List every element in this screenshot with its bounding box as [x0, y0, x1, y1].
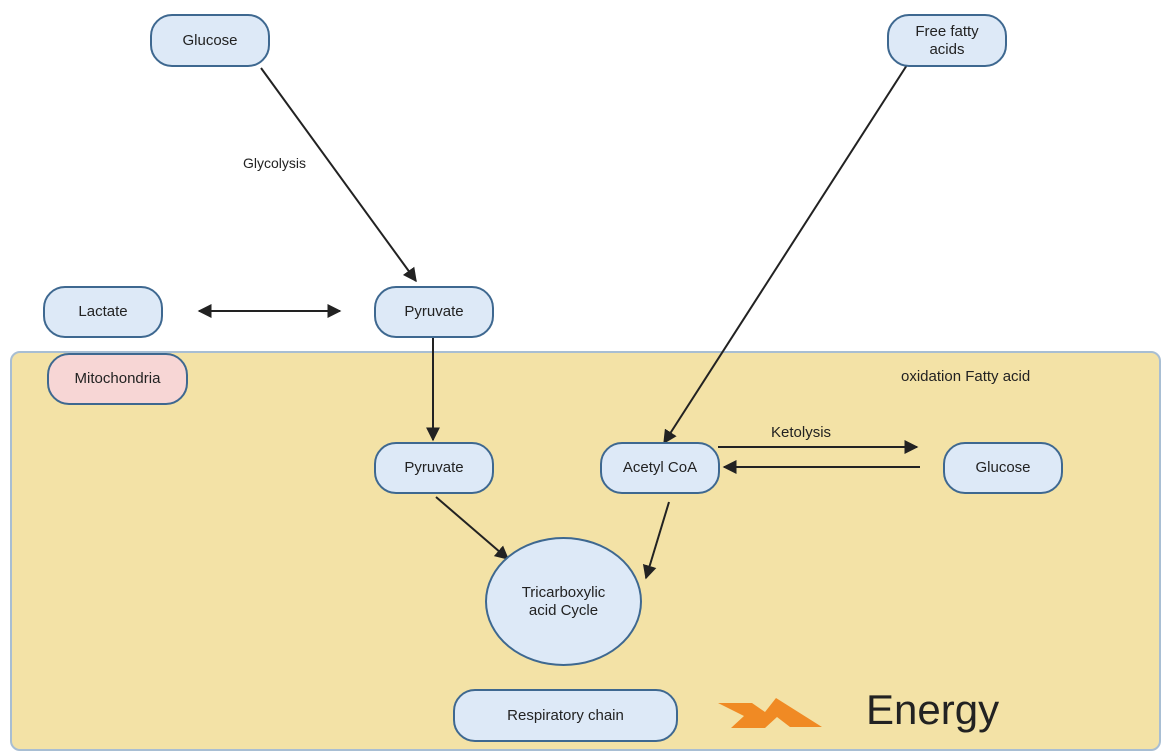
glucose-ketolysis-node: Glucose	[943, 442, 1063, 494]
glycolysis-arrow	[260, 67, 417, 283]
acetyl-coa-node: Acetyl CoA	[600, 442, 720, 494]
acetylcoa-tca-arrow	[642, 501, 670, 580]
pyruvate-mitochondria-node: Pyruvate	[374, 442, 494, 494]
ketolysis-label: Ketolysis	[771, 424, 832, 441]
fatty-acid-oxidation-label: oxidation Fatty acid	[901, 368, 1031, 385]
free-fatty-acids-node: Free fatty acids	[887, 14, 1007, 67]
lactate-node: Lactate	[43, 286, 163, 338]
glycolysis-label: Glycolysis	[243, 155, 307, 171]
energy-label: Energy	[866, 686, 1000, 733]
mitochondria-node: Mitochondria	[47, 353, 188, 405]
respiratory-chain-node: Respiratory chain	[453, 689, 678, 742]
pyruvate-cytosol-node: Pyruvate	[374, 286, 494, 338]
glucose-node: Glucose	[150, 14, 270, 67]
fatty-acid-oxidation-arrow	[663, 64, 908, 445]
pyruvate-tca-arrow	[435, 496, 510, 560]
tca-cycle-node: Tricarboxylic acid Cycle	[485, 537, 642, 666]
lightning-bolt-icon	[718, 698, 822, 728]
